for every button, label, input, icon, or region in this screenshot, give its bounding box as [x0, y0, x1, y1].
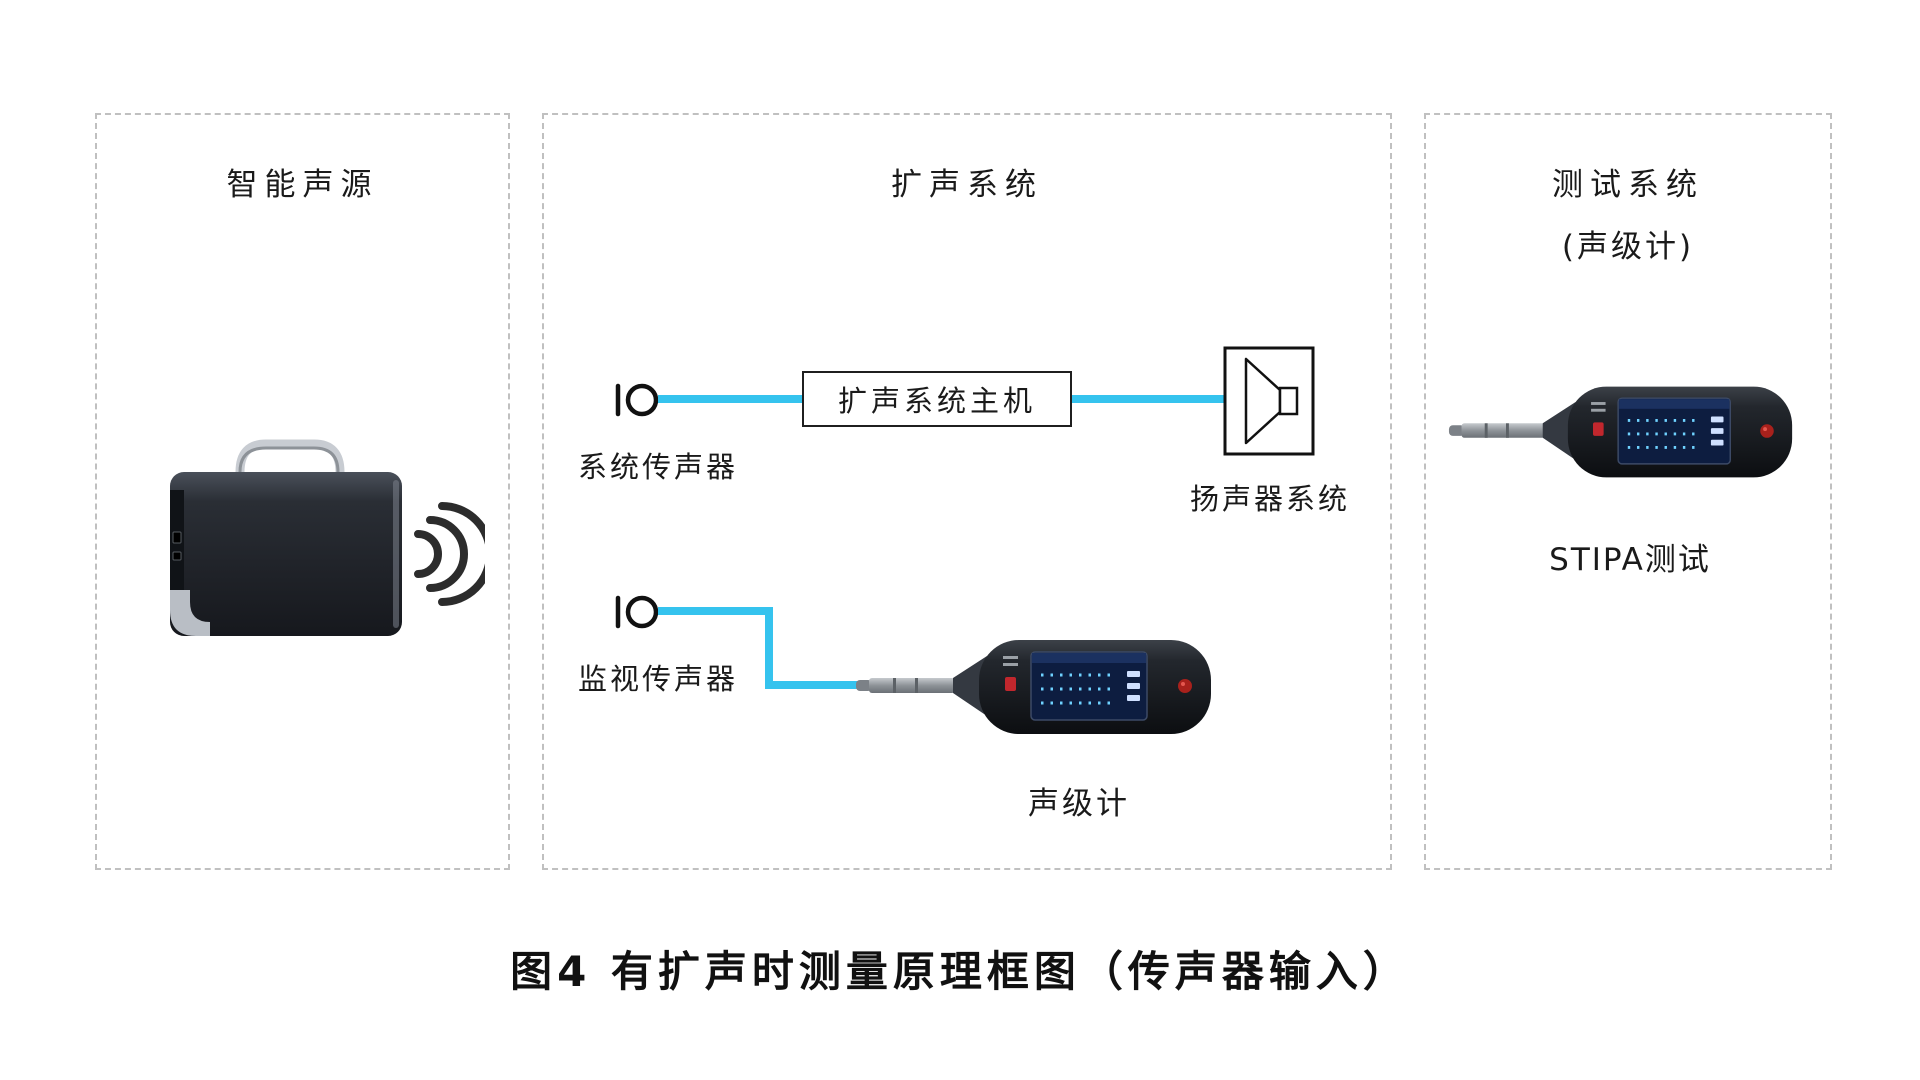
panel-subtitle-test-system: (声级计)	[1561, 229, 1695, 265]
pa-host-box: 扩声系统主机	[802, 371, 1072, 427]
line-monitormic-seg3	[765, 681, 865, 689]
speaker-icon	[1223, 346, 1315, 456]
stipa-test-label: STIPA测试	[1549, 542, 1711, 578]
line-systemmic-to-host	[658, 395, 804, 403]
figure-caption: 图4 有扩声时测量原理框图（传声器输入）	[510, 947, 1410, 996]
panel-title-pa-system: 扩声系统	[891, 167, 1043, 203]
sound-level-meter-label: 声级计	[1028, 786, 1130, 822]
line-host-to-speaker	[1070, 395, 1226, 403]
monitor-mic-label: 监视传声器	[577, 662, 738, 696]
panel-title-sound-source: 智能声源	[226, 167, 379, 203]
system-mic-icon	[615, 383, 659, 417]
line-monitormic-seg1	[658, 607, 773, 615]
monitor-mic-icon	[615, 595, 659, 629]
sound-level-meter-icon	[855, 627, 1215, 747]
panel-title-test-system: 测试系统	[1552, 167, 1704, 203]
sound-waves-icon	[414, 502, 485, 606]
source-box-body	[170, 472, 402, 636]
speaker-label: 扬声器系统	[1189, 482, 1350, 516]
panel-pa-system: 扩声系统	[542, 113, 1392, 870]
line-monitormic-seg2	[765, 607, 773, 689]
sound-source-device-icon	[170, 439, 485, 636]
stipa-meter-icon	[1448, 374, 1796, 490]
panel-test-system: 测试系统 (声级计)	[1424, 113, 1832, 870]
system-mic-label: 系统传声器	[577, 450, 738, 484]
